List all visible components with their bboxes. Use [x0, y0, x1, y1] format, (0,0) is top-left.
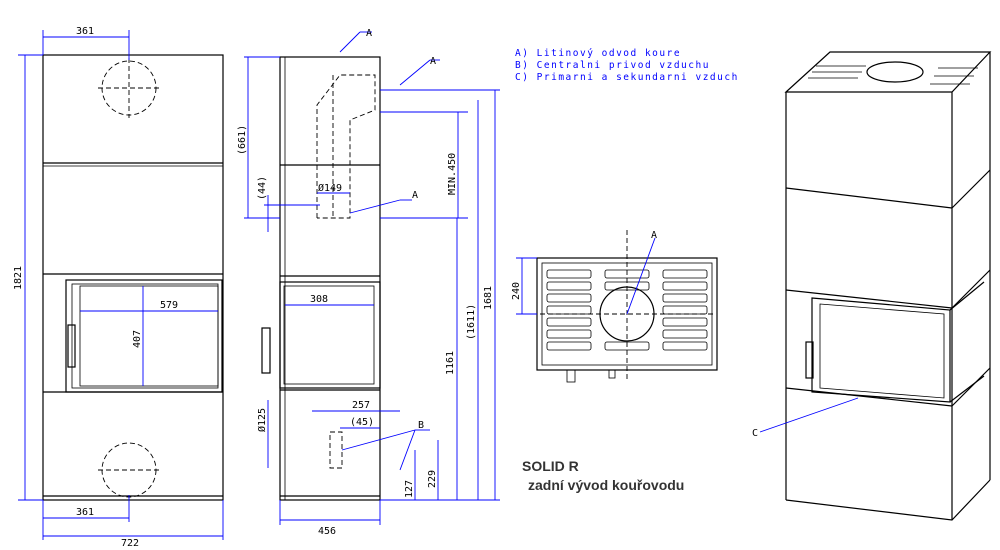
dim-125: Ø125	[256, 408, 268, 432]
title-model: SOLID R	[522, 458, 579, 474]
legend-a: A) Litinový odvod koure	[515, 48, 681, 59]
label-c: C	[752, 428, 758, 439]
dim-min450: MIN.450	[447, 153, 458, 195]
dim-149: Ø149	[318, 182, 342, 194]
label-a-pipe: A	[412, 190, 418, 201]
front-door	[65, 279, 223, 393]
legend-c: C) Primarni a sekundarni vzduch	[515, 72, 739, 83]
iso-handle	[805, 341, 814, 379]
dim-229: 229	[427, 470, 438, 488]
dim-glass-width: 579	[160, 300, 178, 311]
label-a-top-view: A	[651, 230, 657, 241]
iso-door	[811, 297, 951, 403]
side-outline	[279, 56, 381, 501]
air-inlet	[329, 431, 343, 469]
dim-456: 456	[318, 526, 336, 537]
flue-pipe	[316, 74, 376, 219]
front-outline	[42, 54, 224, 501]
drawing-title: SOLID R zadní vývod kouřovodu	[522, 458, 684, 493]
dim-308: 308	[310, 294, 328, 305]
iso-top-flue	[866, 61, 924, 83]
dim-661: (661)	[237, 125, 248, 155]
label-b: B	[418, 420, 424, 431]
front-view: 361 1821 579 407 361 722	[13, 26, 224, 549]
dim-257: 257	[352, 400, 370, 411]
dim-44: (44)	[257, 176, 268, 200]
side-view: (661) (44) Ø149 MIN.450 (1611) 1681 308 …	[237, 28, 500, 537]
dim-1681: 1681	[483, 286, 494, 310]
vent-slots-right	[662, 269, 708, 351]
dim-height: 1821	[13, 266, 24, 290]
legend-b: B) Centralni privod vzduchu	[515, 60, 710, 71]
iso-top-slots	[808, 65, 978, 85]
dim-bottom-offset: 361	[76, 507, 94, 518]
dim-45: (45)	[350, 417, 374, 428]
dim-127: 127	[404, 480, 415, 498]
legend: A) Litinový odvod koure B) Centralni pri…	[515, 48, 739, 83]
dim-total-width: 722	[121, 538, 139, 549]
dim-top-width: 361	[76, 26, 94, 37]
dim-1161: 1161	[445, 351, 456, 375]
dim-1611: (1611)	[466, 304, 477, 340]
label-a-rear: A	[430, 56, 436, 67]
vent-slots-left	[546, 269, 592, 351]
side-door	[279, 281, 381, 389]
label-a-top: A	[366, 28, 372, 39]
dim-glass-height: 407	[132, 330, 143, 348]
top-view: 240 A	[511, 230, 718, 383]
dim-240: 240	[511, 282, 522, 300]
side-handle	[261, 327, 271, 374]
isometric-view: C	[752, 51, 992, 521]
title-subtitle: zadní vývod kouřovodu	[528, 477, 684, 493]
door-handle	[67, 324, 76, 368]
